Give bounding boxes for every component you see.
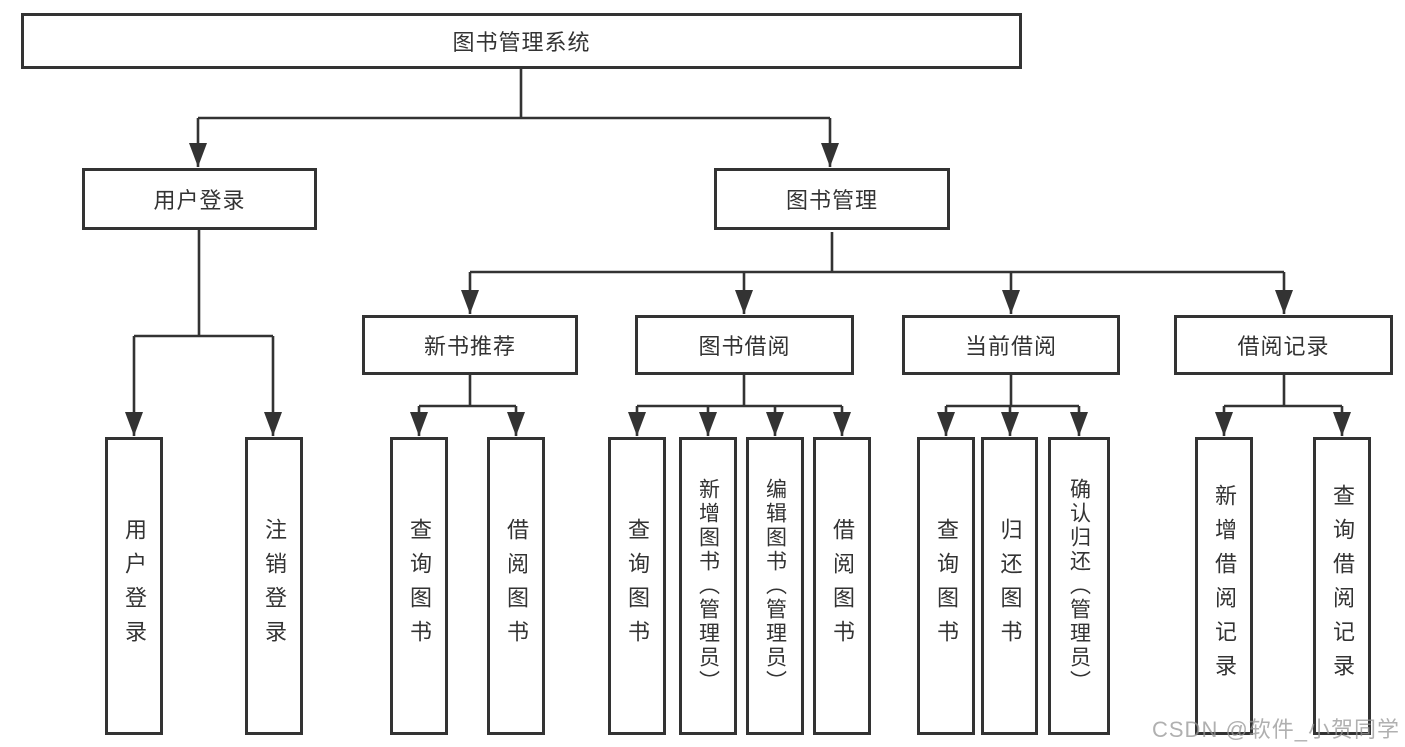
- node-user-login-label: 用户登录: [153, 188, 246, 213]
- root-node-label: 图书管理系统: [452, 30, 591, 55]
- leaf-bb-query-books-label: 查询图书: [625, 518, 650, 654]
- node-new-book-recommend-label: 新书推荐: [423, 334, 516, 359]
- node-new-book-recommend: 新书推荐: [362, 315, 578, 375]
- connector-book-borrowing-trunk: [637, 375, 842, 408]
- leaf-logout-login-label: 注销登录: [262, 518, 287, 654]
- node-book-management-label: 图书管理: [785, 188, 878, 213]
- connector-new-book-recommend-trunk: [419, 375, 516, 408]
- leaf-logout-login: 注销登录: [245, 437, 303, 735]
- node-current-borrowing-label: 当前借阅: [964, 334, 1057, 359]
- leaf-br-add-record-label: 新增借阅记录: [1212, 484, 1237, 688]
- leaf-bb-borrow-books-label: 借阅图书: [830, 518, 855, 654]
- node-book-borrowing: 图书借阅: [635, 315, 854, 375]
- node-book-borrowing-label: 图书借阅: [698, 334, 791, 359]
- leaf-cb-query-books: 查询图书: [917, 437, 975, 735]
- connector-borrowing-records-trunk: [1224, 375, 1342, 408]
- connector-root-trunk: [198, 69, 830, 120]
- leaf-cb-query-books-label: 查询图书: [934, 518, 959, 654]
- node-current-borrowing: 当前借阅: [902, 315, 1120, 375]
- leaf-user-login: 用户登录: [105, 437, 163, 735]
- leaf-bb-query-books: 查询图书: [608, 437, 666, 735]
- leaf-bb-edit-books-admin-label: 编辑图书（管理员）: [763, 478, 787, 694]
- node-user-login: 用户登录: [82, 168, 317, 230]
- connector-user-login-trunk: [134, 230, 273, 338]
- leaf-br-query-record: 查询借阅记录: [1313, 437, 1371, 735]
- leaf-rec-query-books: 查询图书: [390, 437, 448, 735]
- leaf-br-query-record-label: 查询借阅记录: [1330, 484, 1355, 688]
- leaf-bb-edit-books-admin: 编辑图书（管理员）: [746, 437, 804, 735]
- node-borrowing-records-label: 借阅记录: [1237, 334, 1330, 359]
- leaf-cb-return-books-label: 归还图书: [997, 518, 1023, 654]
- connector-current-borrowing-trunk: [946, 375, 1079, 408]
- leaf-rec-borrow-books: 借阅图书: [487, 437, 545, 735]
- connector-book-management-trunk: [470, 232, 1284, 274]
- leaf-br-add-record: 新增借阅记录: [1195, 437, 1253, 735]
- leaf-rec-borrow-books-label: 借阅图书: [504, 518, 529, 654]
- watermark: CSDN @软件_小贺同学: [1152, 717, 1401, 742]
- leaf-rec-query-books-label: 查询图书: [407, 518, 432, 654]
- leaf-cb-return-books: 归还图书: [981, 437, 1038, 735]
- leaf-bb-borrow-books: 借阅图书: [813, 437, 871, 735]
- node-borrowing-records: 借阅记录: [1174, 315, 1393, 375]
- leaf-cb-confirm-return-admin: 确认归还（管理员）: [1048, 437, 1110, 735]
- leaf-bb-add-books-admin-label: 新增图书（管理员）: [696, 478, 720, 694]
- leaf-cb-confirm-return-admin-label: 确认归还（管理员）: [1067, 478, 1091, 694]
- root-node: 图书管理系统: [21, 13, 1022, 69]
- leaf-user-login-label: 用户登录: [122, 518, 147, 654]
- node-book-management: 图书管理: [714, 168, 950, 230]
- leaf-bb-add-books-admin: 新增图书（管理员）: [679, 437, 737, 735]
